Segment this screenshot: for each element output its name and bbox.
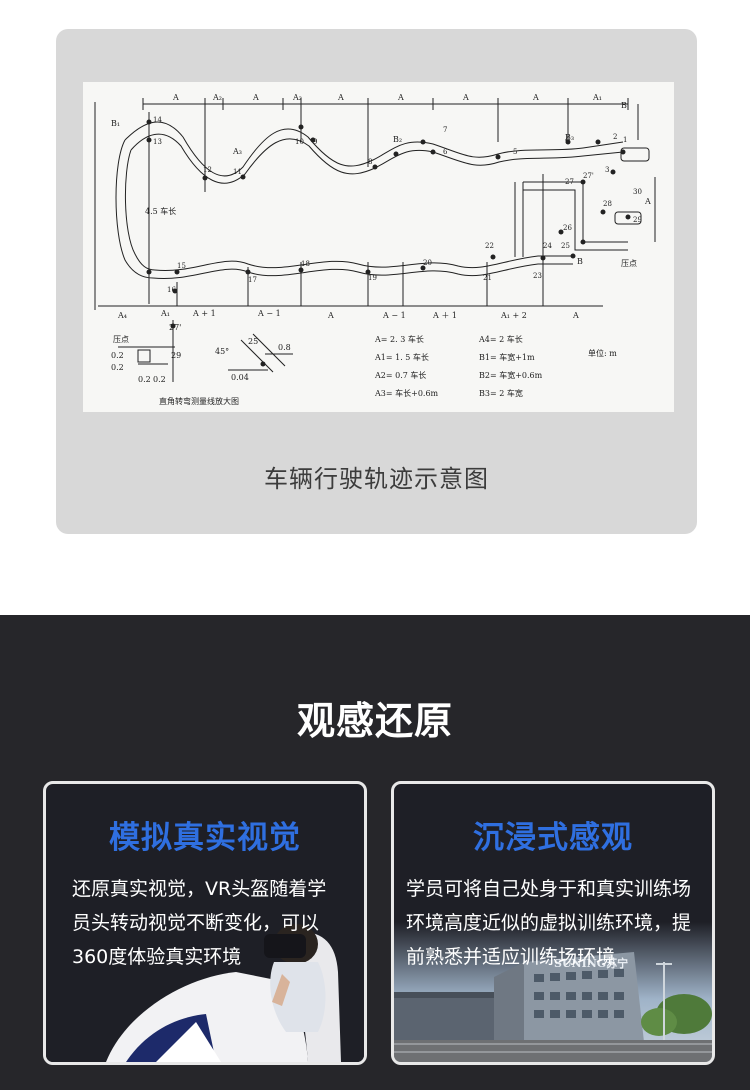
point-number-4: 5 [513, 148, 517, 156]
virtual-training-ground-photo: SUNING苏宁 [394, 922, 712, 1062]
label-a-7: A [327, 311, 334, 320]
legend-5: A4= 2 车长 [478, 334, 523, 344]
label-a-5: A [462, 93, 469, 102]
label-004: 0.04 [231, 373, 249, 382]
label-02d: 0.2 [153, 375, 166, 384]
legend-1: A= 2. 3 车长 [374, 334, 424, 344]
point-number-28: 28 [603, 200, 612, 208]
label-b3: B₃ [565, 133, 574, 142]
label-press-point2: 压点 [621, 259, 637, 268]
point-number-10: 11 [233, 168, 242, 176]
label-press-point: 压点 [113, 335, 129, 344]
label-b-2: B [577, 257, 583, 266]
point-number-7: 8 [368, 158, 372, 166]
point-number-26: 27 [565, 178, 574, 186]
label-b1: B₁ [111, 119, 120, 128]
label-a-4: A [397, 93, 404, 102]
legend-7: B2= 车宽+0.6m [479, 370, 543, 380]
label-len45: 4.5 车长 [145, 206, 176, 216]
point-number-22: 23 [533, 272, 542, 280]
point-number-23: 24 [543, 242, 552, 250]
vr-simulator-photo [46, 922, 364, 1062]
point-number-21: 22 [485, 242, 494, 250]
point-number-20: 21 [483, 274, 492, 282]
label-n25: 25 [248, 337, 258, 346]
label-a-minus-1: A − 1 [257, 309, 281, 318]
legend-unit: 单位: m [588, 348, 617, 358]
label-a1-b: A₁ [160, 309, 170, 318]
legend-2: A1= 1. 5 车长 [374, 352, 429, 362]
card-text: 学员可将自己处身于和真实训练场环境高度近似的虚拟训练环境，提前熟悉并适应训练场环… [406, 878, 692, 968]
label-a-3: A [337, 93, 344, 102]
label-b: B [621, 101, 627, 110]
label-b2: B₂ [393, 135, 402, 144]
point-number-13: 14 [153, 116, 162, 124]
label-a1-plus-2: A₁ + 2 [500, 311, 527, 320]
card-title: 模拟真实视觉 [109, 820, 301, 856]
label-a4: A₄ [117, 311, 127, 320]
label-a-plus-1b: A ＋ 1 [432, 311, 457, 320]
point-number-12: 13 [153, 138, 162, 146]
point-number-27: 27' [583, 172, 594, 180]
point-number-15: 16 [167, 286, 176, 294]
legend-4: A3= 车长+0.6m [374, 388, 439, 398]
point-number-9: 10 [295, 138, 304, 146]
label-a-8: A [572, 311, 579, 320]
point-number-3: 4 [565, 136, 570, 144]
section-title: 观感还原 [296, 699, 453, 743]
legend-6: B1= 车宽+1m [479, 352, 535, 362]
point-number-6: 7 [443, 126, 447, 134]
feature-card-immersive: 沉浸式感观 学员可将自己处身于和真实训练场环境高度近似的虚拟训练环境，提前熟悉并… [391, 781, 715, 1065]
immersion-section: 观感还原 模拟真实视觉 还原真实视觉，VR头盔随着学员头转动视觉不断变化，可以3… [0, 615, 750, 1090]
point-number-2: 3 [605, 166, 609, 174]
point-number-24: 25 [561, 242, 570, 250]
label-angle45: 45° [215, 347, 229, 356]
building-sign: SUNING苏宁 [554, 956, 628, 970]
point-number-1: 2 [613, 133, 617, 141]
card-text: 还原真实视觉，VR头盔随着学员头转动视觉不断变化，可以360度体验真实环境 [72, 878, 327, 968]
point-number-19: 20 [423, 259, 432, 267]
label-02a: 0.2 [111, 351, 124, 360]
label-n27: 27' [169, 323, 181, 332]
point-number-29: 29 [633, 216, 642, 224]
point-number-17: 18 [301, 260, 310, 268]
label-08: 0.8 [278, 343, 291, 352]
label-a1: A₁ [592, 93, 602, 102]
label-n29: 29 [171, 351, 181, 360]
detail-caption: 直角转弯测量线放大图 [159, 396, 239, 406]
point-number-0: 1 [623, 136, 627, 144]
label-a2: A₂ [212, 93, 222, 102]
point-number-11: 12 [203, 166, 212, 174]
feature-card-visual: 模拟真实视觉 还原真实视觉，VR头盔随着学员头转动视觉不断变化，可以360度体验… [43, 781, 367, 1065]
point-number-16: 17 [248, 276, 257, 284]
diagram-caption: 车辆行驶轨迹示意图 [264, 465, 489, 493]
diagram-section: A A₂ A A₂ A A A A A₁ B B₁ A₃ B₂ B₃ 4.5 车… [56, 29, 697, 534]
label-a3: A₃ [232, 147, 242, 156]
point-number-30: 30 [633, 188, 642, 196]
point-number-18: 19 [368, 274, 377, 282]
point-number-5: 6 [443, 148, 448, 156]
label-a-minus-1b: A − 1 [382, 311, 406, 320]
point-number-25: 26 [563, 224, 572, 232]
label-02c: 0.2 [138, 375, 151, 384]
label-a-9: A [644, 197, 651, 206]
point-number-8: 9 [313, 138, 317, 146]
card-title: 沉浸式感观 [473, 820, 633, 856]
legend-3: A2= 0.7 车长 [374, 370, 426, 380]
diagram-card: A A₂ A A₂ A A A A A₁ B B₁ A₃ B₂ B₃ 4.5 车… [56, 29, 697, 534]
label-02b: 0.2 [111, 363, 124, 372]
legend-8: B3= 2 车宽 [479, 388, 523, 398]
label-a-2: A [252, 93, 259, 102]
point-number-14: 15 [177, 262, 186, 270]
label-a-6: A [532, 93, 539, 102]
label-a2-2: A₂ [292, 93, 302, 102]
label-a-plus-1: A + 1 [192, 309, 216, 318]
label-a: A [172, 93, 179, 102]
track-diagram: A A₂ A A₂ A A A A A₁ B B₁ A₃ B₂ B₃ 4.5 车… [83, 82, 674, 412]
